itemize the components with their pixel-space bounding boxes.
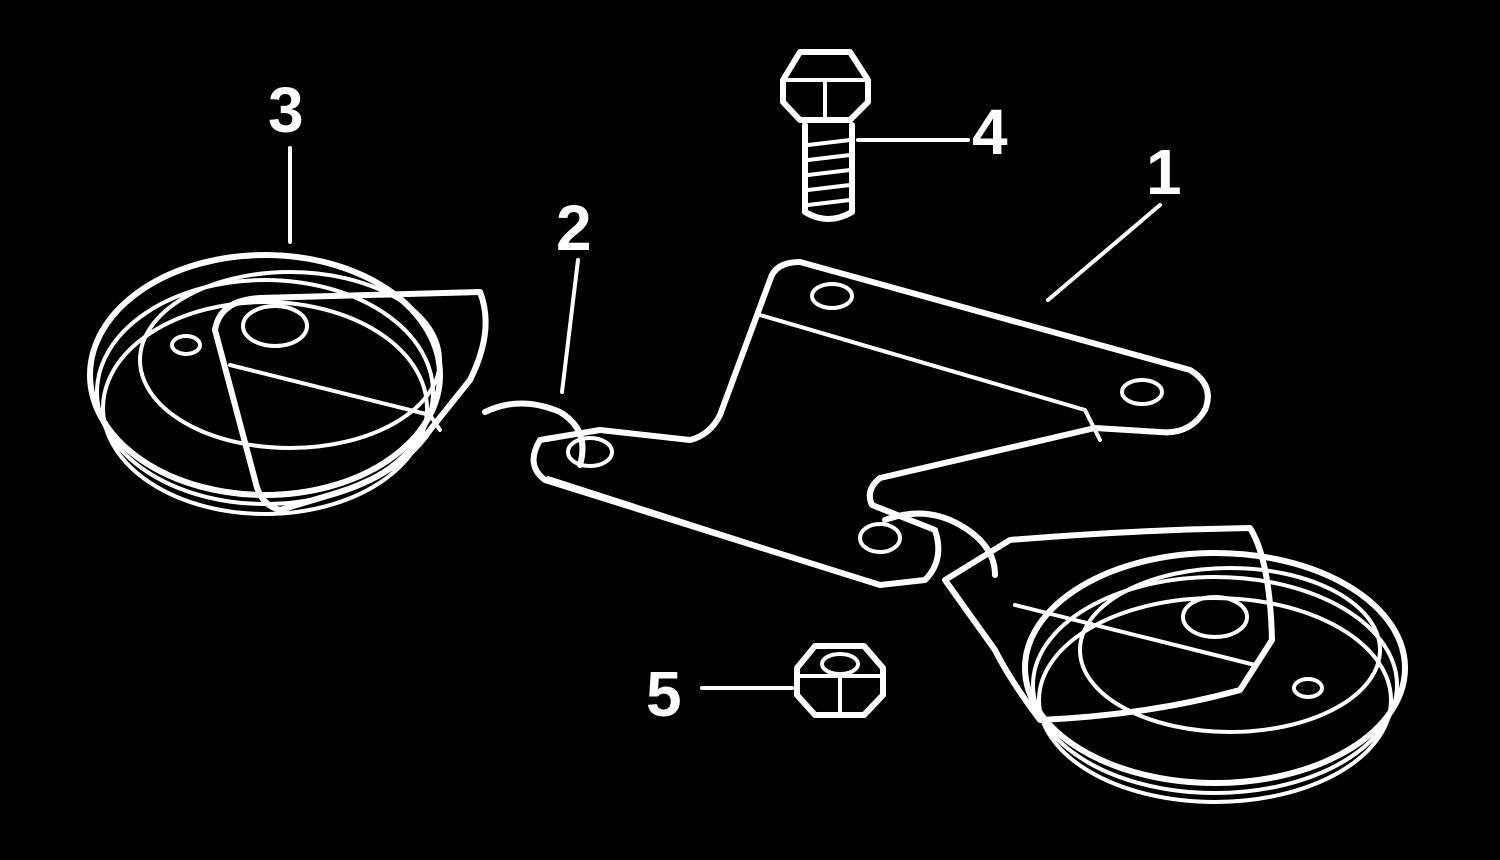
pulley-left-hole [170, 334, 202, 356]
spring-hook [482, 400, 998, 578]
callout-1: 1 [1146, 136, 1182, 208]
pulley-right-hole [1292, 677, 1324, 699]
leader-line-1 [1046, 203, 1162, 302]
callout-5: 5 [646, 658, 682, 730]
callout-3: 3 [268, 74, 304, 146]
bracket-hole-top [810, 282, 854, 310]
hex-bolt [780, 49, 871, 222]
bracket-plate [530, 259, 1211, 588]
idler-pulley-left [87, 252, 489, 516]
callout-4: 4 [972, 96, 1008, 168]
bracket-hole-bottom [858, 522, 902, 554]
leader-line-2 [560, 258, 580, 394]
bracket-hole-right [1120, 378, 1164, 406]
hex-nut [794, 643, 886, 718]
pulley-right-shaft-hole [1181, 595, 1249, 639]
bracket-hole-left [566, 436, 614, 468]
pulley-left-shaft-hole [241, 304, 309, 348]
idler-pulley-right [942, 525, 1408, 804]
callout-2: 2 [556, 192, 592, 264]
